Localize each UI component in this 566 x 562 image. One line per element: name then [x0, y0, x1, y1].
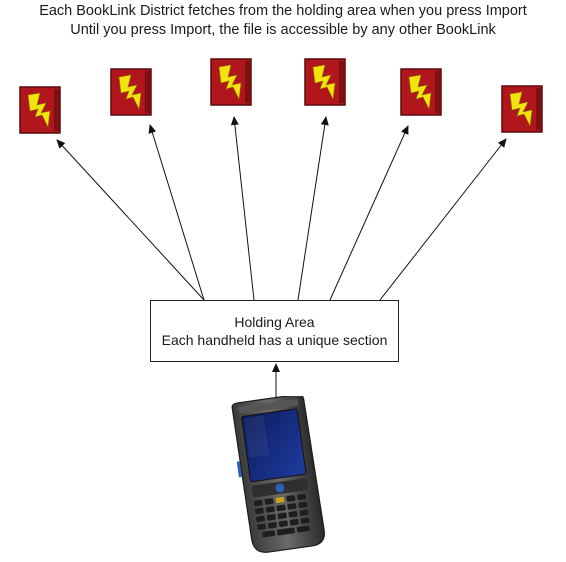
arrow-to-booklink-2 — [148, 124, 205, 301]
caption-line-1: Each BookLink District fetches from the … — [39, 3, 527, 19]
booklink-icon — [500, 84, 544, 134]
handheld-device-icon — [228, 393, 328, 554]
arrow-to-booklink-1 — [56, 139, 205, 301]
arrow-to-booklink-3 — [230, 116, 255, 301]
arrow-to-booklink-4 — [297, 116, 329, 301]
booklink-icon — [209, 57, 253, 107]
booklink-icon — [18, 85, 62, 135]
booklink-icon — [399, 67, 443, 117]
holding-area-title: Holding Area — [234, 314, 315, 330]
booklink-icon — [303, 57, 347, 107]
caption-line-2: Until you press Import, the file is acce… — [70, 22, 496, 38]
booklink-icon — [109, 67, 153, 117]
arrow-to-booklink-6 — [379, 138, 507, 301]
arrow-to-booklink-5 — [329, 125, 409, 301]
holding-area-subtitle: Each handheld has a unique section — [161, 332, 388, 348]
holding-area-box: Holding Area Each handheld has a unique … — [150, 300, 399, 362]
